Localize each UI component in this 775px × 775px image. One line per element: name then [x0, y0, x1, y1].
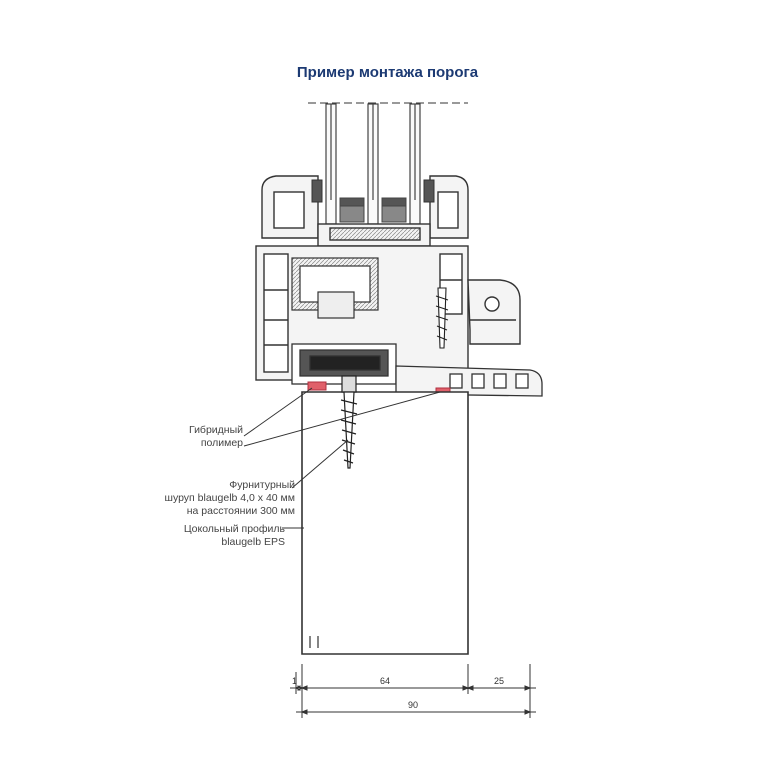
sash-profile [261, 175, 469, 247]
dimension-90: 90 [408, 700, 418, 710]
glazing-beads [311, 179, 435, 203]
sill-nose [467, 279, 521, 345]
steel-reinforcement [291, 257, 379, 319]
dimension-25: 25 [494, 676, 504, 686]
dimension-1: 1 [292, 676, 297, 686]
label-screw: Фурнитурный шуруп blaugelb 4,0 х 40 мм н… [164, 479, 295, 517]
label-hybrid-polymer: Гибридный полимер [188, 424, 243, 449]
blaugelb-screw [340, 375, 358, 469]
glass-spacers [339, 197, 407, 223]
base-profile-eps [301, 391, 469, 655]
leader-lines [243, 387, 441, 529]
glass-unit [325, 103, 421, 225]
page-title: Пример монтажа порога [296, 64, 479, 81]
label-base-profile: Цокольный профиль blaugelb EPS [183, 523, 285, 548]
dimension-64: 64 [380, 676, 390, 686]
frame-screw [435, 287, 449, 349]
dimension-lines [290, 664, 536, 718]
